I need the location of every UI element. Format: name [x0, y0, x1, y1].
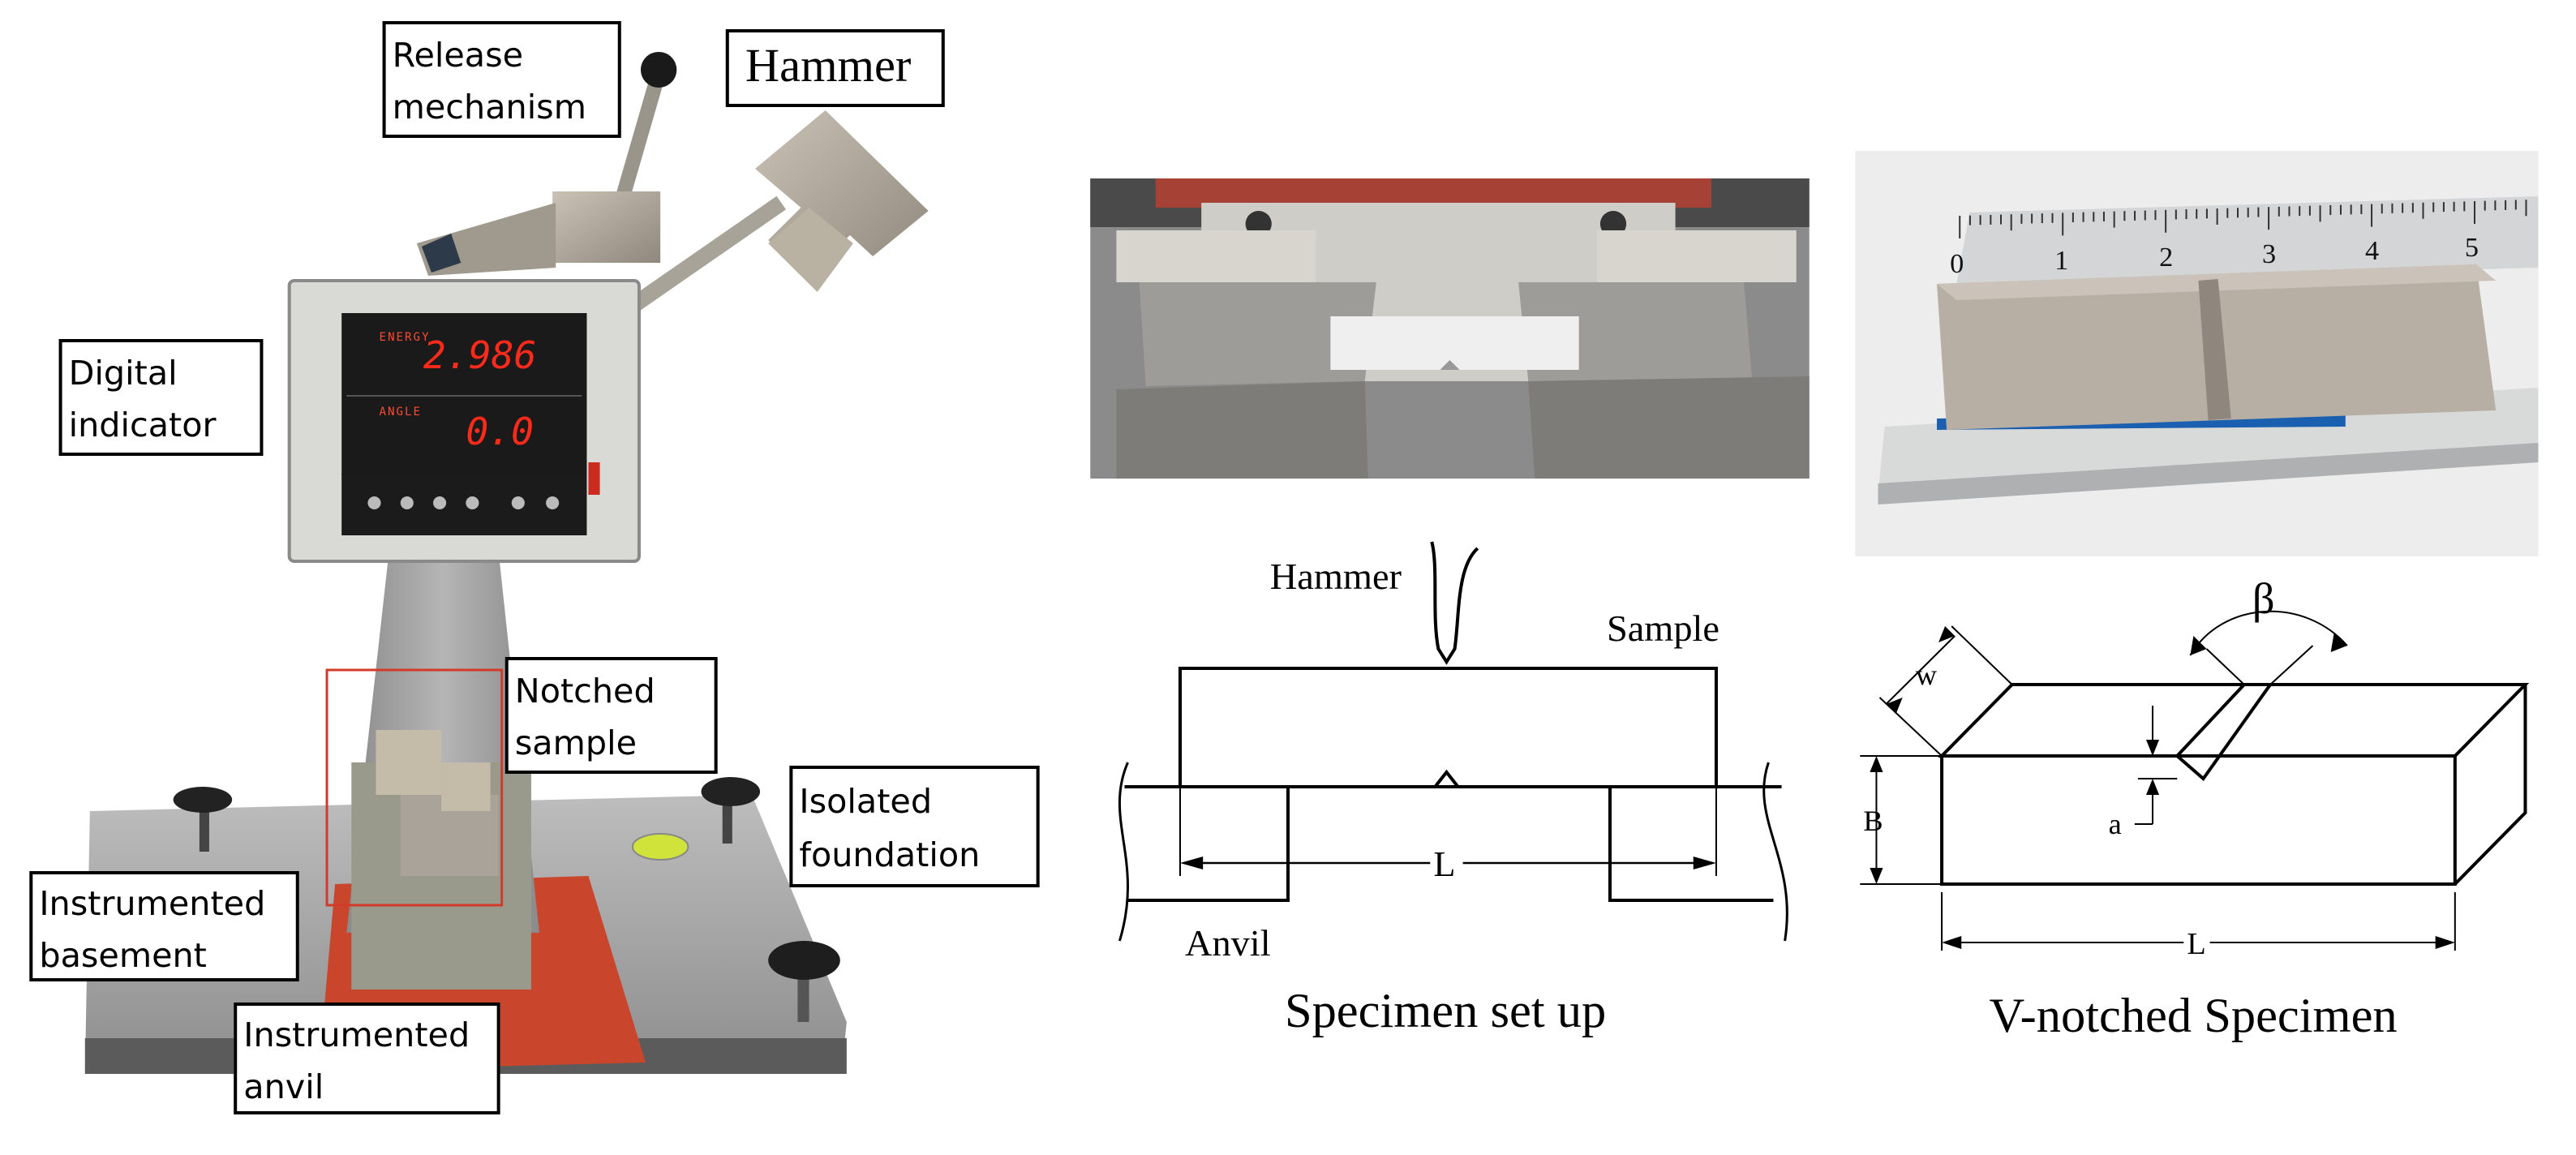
- specimen-in-photo: [1330, 316, 1579, 370]
- hammer-tip: [1430, 541, 1479, 665]
- specimen-photo: 0 1 2 3 4 5: [1855, 151, 2539, 556]
- release-knob: [640, 52, 677, 88]
- release-lever: [614, 71, 666, 205]
- sample-rect: [1178, 667, 1718, 788]
- digital-indicator-label: Digital indicator: [58, 339, 264, 456]
- ruler-label-1: 1: [2054, 246, 2068, 276]
- block-side: [2454, 685, 2527, 886]
- left-anvil: [1127, 787, 1290, 902]
- setup-hammer-label: Hammer: [1269, 556, 1402, 597]
- ruler-ticks: [1959, 200, 2527, 238]
- angle-label: ANGLE: [379, 406, 423, 419]
- level-bubble: [631, 833, 689, 861]
- instrumented-anvil-label: Instrumented anvil: [234, 1003, 500, 1114]
- setup-diagram: L: [1118, 541, 1788, 942]
- leveling-knob-right-bottom: [768, 941, 840, 1022]
- mechanism-block: [552, 191, 661, 263]
- notch: [1433, 769, 1460, 788]
- hammer-arm: [625, 195, 787, 316]
- right-anvil: [1608, 787, 1774, 902]
- spec-a-label: a: [2109, 808, 2122, 840]
- ruler-label-5: 5: [2465, 233, 2479, 263]
- leveling-knob-left: [173, 787, 233, 852]
- release-mechanism-label: Release mechanism: [382, 21, 621, 138]
- leveling-knob-right-top: [701, 777, 761, 844]
- impact-machine-illustration: [84, 52, 929, 1074]
- specimen-caption: V-notched Specimen: [1989, 990, 2398, 1043]
- spec-length-label: L: [2187, 927, 2205, 961]
- spec-beta-label: β: [2252, 574, 2275, 623]
- hammer-label: Hammer: [725, 29, 945, 107]
- angle-value: 0.0: [466, 412, 535, 454]
- v-notch: [2175, 683, 2274, 781]
- notched-sample-label: Notched sample: [504, 657, 718, 774]
- spec-b-label: B: [1863, 805, 1883, 837]
- spec-w-label: w: [1916, 659, 1937, 691]
- ruler-label-0: 0: [1950, 249, 1964, 279]
- sample-highlight-box: [325, 668, 504, 907]
- anvil-photo: [1090, 178, 1810, 479]
- isolated-foundation-label: Isolated foundation: [789, 766, 1040, 887]
- setup-sample-label: Sample: [1606, 608, 1719, 649]
- v-notch-diagram: β w B a L: [1860, 574, 2530, 961]
- energy-value: 2.986: [423, 336, 537, 378]
- setup-anvil-label: Anvil: [1185, 923, 1271, 964]
- ruler-label-3: 3: [2262, 239, 2276, 269]
- ruler-label-4: 4: [2365, 236, 2379, 266]
- block-front: [1940, 754, 2457, 886]
- ruler-label-2: 2: [2159, 243, 2173, 273]
- control-buttons: [367, 496, 560, 509]
- ruler: [1956, 196, 2539, 284]
- setup-caption: Specimen set up: [1284, 985, 1607, 1038]
- setup-length-label: L: [1433, 844, 1455, 884]
- instrumented-basement-label: Instrumented basement: [29, 871, 299, 981]
- energy-label: ENERGY: [379, 331, 431, 344]
